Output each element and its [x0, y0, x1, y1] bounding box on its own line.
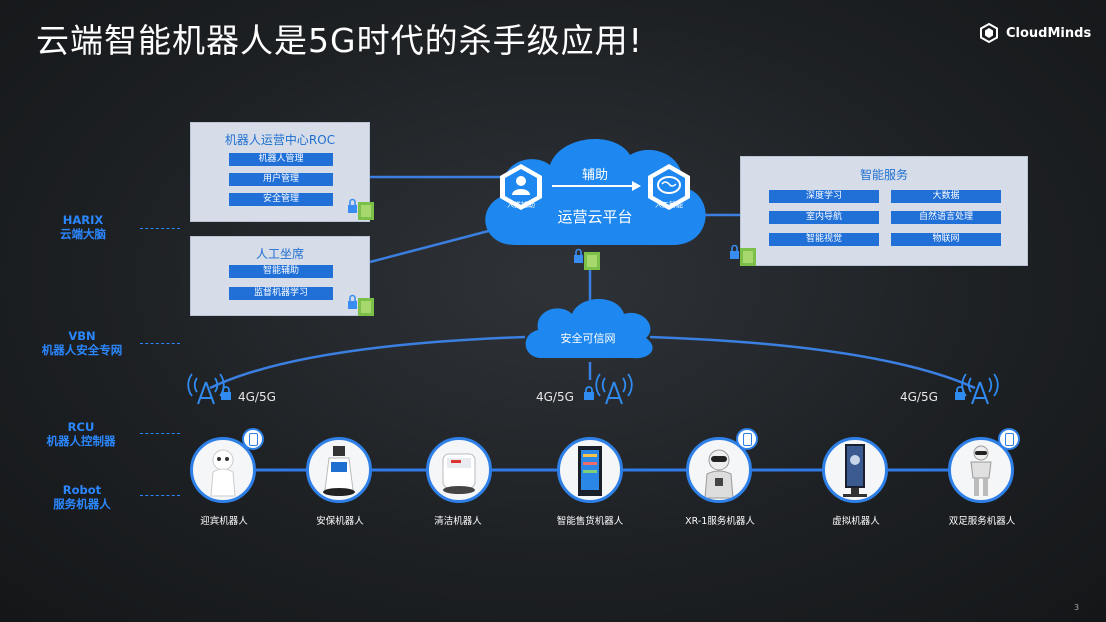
- security-lock-icon: [348, 198, 374, 220]
- lock-icon: [955, 386, 965, 400]
- agent-panel-title: 人工坐席: [255, 247, 304, 261]
- layer-label-rcu: RCU 机器人控制器: [38, 420, 124, 448]
- brand-name: CloudMinds: [1006, 25, 1092, 41]
- agent-item-smart-assist: 智能辅助: [229, 265, 333, 278]
- service-item-deep-learning: 深度学习: [769, 190, 879, 203]
- antenna-icon: [595, 373, 633, 405]
- robot-vending-image: [557, 437, 623, 503]
- layer-robot-desc: 服务机器人: [53, 497, 111, 511]
- robot-label-security: 安保机器人: [316, 516, 364, 527]
- secure-cloud-label: 安全可信网: [560, 332, 616, 345]
- divider: [140, 343, 180, 344]
- layer-harix-name: HARIX: [62, 213, 104, 227]
- human-assist-node-icon: [500, 164, 542, 210]
- ops-cloud-label: 运营云平台: [557, 208, 633, 226]
- security-lock-icon: [348, 294, 374, 316]
- ai-label: 人工智能: [655, 201, 683, 209]
- phone-icon: [736, 428, 758, 450]
- layer-vbn-desc: 机器人安全专网: [41, 343, 123, 357]
- divider: [140, 228, 180, 229]
- layer-rcu-name: RCU: [67, 420, 95, 434]
- layer-label-robot: Robot 服务机器人: [46, 483, 118, 511]
- secure-cloud-shape: [525, 299, 653, 359]
- layer-vbn-name: VBN: [68, 329, 96, 343]
- layer-rcu-desc: 机器人控制器: [46, 434, 116, 448]
- page-title: 云端智能机器人是5G时代的杀手级应用!: [36, 21, 643, 60]
- phone-icon: [242, 428, 264, 450]
- phone-icon: [998, 428, 1020, 450]
- service-panel-title: 智能服务: [859, 168, 908, 182]
- service-item-iot: 物联网: [891, 233, 1001, 246]
- service-panel: 智能服务 深度学习 大数据 室内导航 自然语言处理 智能视觉 物联网: [740, 156, 1028, 266]
- agent-item-supervised-learning: 监督机器学习: [229, 287, 333, 300]
- security-lock-icon: [730, 244, 756, 266]
- brand-logo: CloudMinds: [978, 22, 1091, 44]
- robot-reception-image: [190, 437, 256, 503]
- robot-security-image: [306, 437, 372, 503]
- network-label-left: 4G/5G: [238, 390, 276, 404]
- ops-cloud-shape: [485, 138, 706, 245]
- robot-label-cleaning: 清洁机器人: [434, 516, 482, 527]
- layer-robot-name: Robot: [62, 483, 102, 497]
- robot-label-xr1: XR-1服务机器人: [685, 516, 755, 527]
- cube-logo-icon: [980, 22, 998, 44]
- ai-node-icon: [648, 164, 690, 210]
- service-item-nlp: 自然语言处理: [891, 211, 1001, 224]
- page-number: 3: [1074, 603, 1080, 612]
- roc-item-user-mgmt: 用户管理: [229, 173, 333, 186]
- network-label-center: 4G/5G: [536, 390, 574, 404]
- antenna-icon: [961, 373, 999, 405]
- layer-label-vbn: VBN 机器人安全专网: [30, 329, 134, 357]
- robot-label-biped: 双足服务机器人: [948, 516, 1016, 527]
- robot-label-vending: 智能售货机器人: [556, 516, 624, 527]
- layer-label-harix: HARIX 云端大脑: [48, 213, 118, 241]
- service-item-big-data: 大数据: [891, 190, 1001, 203]
- antenna-icon: [187, 373, 225, 405]
- lock-icon: [584, 386, 594, 400]
- layer-harix-desc: 云端大脑: [60, 227, 106, 241]
- security-lock-icon: [574, 248, 600, 270]
- roc-panel-title: 机器人运营中心ROC: [224, 133, 336, 147]
- service-item-vision: 智能视觉: [769, 233, 879, 246]
- robot-virtual-image: [822, 437, 888, 503]
- divider: [140, 495, 180, 496]
- agent-panel: 人工坐席 智能辅助 监督机器学习: [190, 236, 370, 316]
- robot-label-reception: 迎宾机器人: [200, 516, 248, 527]
- network-label-right: 4G/5G: [900, 390, 938, 404]
- roc-item-security-mgmt: 安全管理: [229, 193, 333, 206]
- service-item-indoor-nav: 室内导航: [769, 211, 879, 224]
- assist-label: 辅助: [581, 168, 608, 183]
- roc-panel: 机器人运营中心ROC 机器人管理 用户管理 安全管理: [190, 122, 370, 222]
- assist-arrow-icon: [552, 181, 641, 191]
- human-assist-label: 人类辅助: [507, 201, 535, 209]
- divider: [140, 433, 180, 434]
- robot-label-virtual: 虚拟机器人: [832, 516, 880, 527]
- robot-cleaning-image: [426, 437, 492, 503]
- lock-icon: [221, 386, 231, 400]
- roc-item-robot-mgmt: 机器人管理: [229, 153, 333, 166]
